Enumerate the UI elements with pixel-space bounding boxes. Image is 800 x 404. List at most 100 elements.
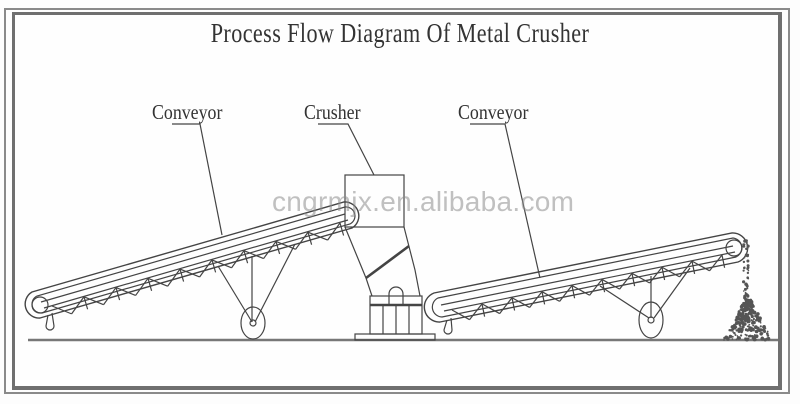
outer-frame xyxy=(4,8,790,394)
left-truss-member xyxy=(135,277,149,296)
left-truss-member xyxy=(167,268,181,287)
left-truss-member xyxy=(115,286,136,296)
pile-particle xyxy=(751,320,755,324)
left-truss-member xyxy=(179,268,200,278)
left-truss-member xyxy=(83,296,104,306)
pile-particle xyxy=(735,318,738,321)
left-truss-member xyxy=(147,277,168,287)
falling-particle xyxy=(744,239,748,243)
pile-particle xyxy=(752,310,757,315)
falling-particle xyxy=(743,294,747,298)
falling-particle xyxy=(745,284,749,288)
right-truss-member xyxy=(511,297,530,308)
pile-particle xyxy=(759,332,763,336)
falling-particle xyxy=(742,290,745,292)
pile-particle xyxy=(746,329,749,332)
pile-particle xyxy=(746,301,749,304)
right-truss-member xyxy=(481,303,486,317)
crusher-base xyxy=(354,333,436,341)
pile-particle xyxy=(759,322,762,324)
left-truss-member xyxy=(243,250,264,260)
right-tail-support xyxy=(443,317,453,335)
falling-particle xyxy=(746,293,749,296)
pile-particle xyxy=(733,332,736,335)
pile-particle xyxy=(735,338,738,341)
pile-particle xyxy=(738,323,742,327)
right-truss-member xyxy=(589,279,603,296)
pile-particle xyxy=(749,299,751,302)
pile-particle xyxy=(744,312,748,316)
pile-particle xyxy=(741,329,744,332)
pile-particle xyxy=(749,312,753,316)
right-truss-member xyxy=(649,266,663,284)
falling-particle xyxy=(745,241,748,244)
falling-particle xyxy=(743,256,746,259)
pile-particle xyxy=(744,333,747,336)
left-truss-member xyxy=(211,259,232,269)
pile-particle xyxy=(759,325,762,328)
falling-particle xyxy=(743,266,746,270)
label-conveyor-left: Conveyor xyxy=(152,100,223,124)
right-truss-member xyxy=(619,272,633,290)
pile-particle xyxy=(731,338,734,340)
left-conveyor xyxy=(24,201,360,340)
left-truss-member xyxy=(307,232,313,245)
right-truss-member xyxy=(709,254,723,272)
left-truss-member xyxy=(51,305,72,315)
left-truss-member xyxy=(211,259,217,273)
pile-particle xyxy=(754,338,757,341)
pile-particle xyxy=(762,328,766,332)
right-truss-member xyxy=(481,303,500,315)
falling-particle xyxy=(747,264,750,267)
right-truss-member xyxy=(601,278,620,290)
pile-particle xyxy=(746,305,750,309)
pile-particle xyxy=(746,319,751,324)
right-truss-member xyxy=(541,291,546,305)
falling-particle xyxy=(746,259,750,263)
pile-particle xyxy=(740,334,743,337)
falling-particle xyxy=(746,276,749,280)
pile-particle xyxy=(756,317,759,320)
crusher-blade xyxy=(365,244,410,280)
falling-particle xyxy=(746,266,750,269)
left-truss-member xyxy=(307,231,328,241)
pile-particle xyxy=(757,318,762,323)
right-conveyor-belt-outer xyxy=(423,232,749,323)
right-conveyor xyxy=(423,232,749,339)
pile-particle xyxy=(743,318,748,323)
left-tail-support xyxy=(45,312,55,331)
right-truss-member xyxy=(529,291,543,308)
pile-particle xyxy=(731,335,734,338)
left-truss-member xyxy=(263,241,277,259)
right-truss-member xyxy=(541,291,560,302)
left-leg-1 xyxy=(217,265,253,323)
left-truss-member xyxy=(231,250,245,269)
pile-particle xyxy=(752,335,757,340)
pile-particle xyxy=(747,312,750,316)
crusher-motor xyxy=(388,286,404,304)
pile-particle xyxy=(731,329,734,332)
pile-particle xyxy=(752,317,756,321)
right-truss-member xyxy=(601,279,606,293)
pile-particle xyxy=(754,314,757,318)
left-conveyor-end-pulley xyxy=(31,296,49,314)
pile-particle xyxy=(736,336,741,340)
pile-particle xyxy=(747,317,751,321)
pile-particle xyxy=(740,312,743,316)
pile-particle xyxy=(723,339,725,341)
falling-particle xyxy=(742,244,746,248)
crusher-chute xyxy=(344,226,421,297)
pile-particle xyxy=(736,335,739,337)
falling-particle xyxy=(746,287,749,290)
pile-particle xyxy=(737,329,741,333)
right-truss-member xyxy=(691,260,696,274)
right-truss-member xyxy=(469,303,483,321)
pile-particle xyxy=(749,309,751,312)
falling-particle xyxy=(746,283,749,286)
right-conveyor-wheel xyxy=(638,301,664,339)
right-truss-member xyxy=(631,272,650,284)
right-truss-member xyxy=(571,285,590,296)
right-truss-member xyxy=(631,273,636,287)
left-truss-member xyxy=(275,241,281,255)
